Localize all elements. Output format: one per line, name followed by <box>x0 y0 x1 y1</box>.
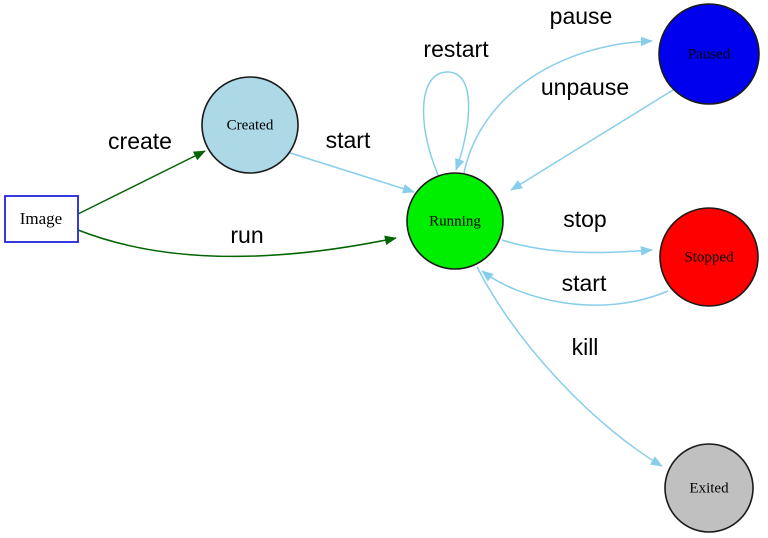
node-created-label: Created <box>227 117 274 133</box>
node-running-label: Running <box>429 213 481 229</box>
edge-restart-path <box>422 71 470 176</box>
node-paused-label: Paused <box>688 46 731 62</box>
edge-create[interactable]: create <box>77 128 206 215</box>
edge-label-run: run <box>230 222 263 248</box>
node-stopped-label: Stopped <box>684 249 734 265</box>
edge-pause[interactable]: pause <box>463 3 653 174</box>
node-stopped[interactable]: Stopped <box>659 207 759 307</box>
edge-run-path <box>77 229 397 258</box>
edge-label-start-created: start <box>326 127 371 153</box>
node-paused[interactable]: Paused <box>658 3 760 105</box>
node-running-shape <box>406 172 504 270</box>
edge-label-unpause: unpause <box>541 74 629 100</box>
edge-label-create: create <box>108 128 172 154</box>
edge-pause-path <box>463 36 653 174</box>
node-stopped-shape <box>659 207 759 307</box>
node-created-shape <box>201 76 299 174</box>
edge-label-start-stopped: start <box>562 270 607 296</box>
edge-label-kill: kill <box>572 334 599 360</box>
node-created[interactable]: Created <box>201 76 299 174</box>
node-exited-shape <box>664 443 754 533</box>
edge-stop-path <box>501 239 653 256</box>
edge-create-path <box>77 150 206 215</box>
edge-unpause[interactable]: unpause <box>510 74 674 191</box>
edge-label-stop: stop <box>563 206 606 232</box>
node-image[interactable]: Image <box>4 195 79 243</box>
edge-unpause-path <box>510 89 674 191</box>
node-image-shape <box>4 195 79 243</box>
edge-run[interactable]: run <box>77 222 397 258</box>
edge-label-pause: pause <box>550 3 613 29</box>
node-paused-shape <box>658 3 760 105</box>
node-image-label: Image <box>20 209 62 228</box>
edge-kill[interactable]: kill <box>476 266 663 467</box>
node-running[interactable]: Running <box>406 172 504 270</box>
edge-start-created-running[interactable]: start <box>286 127 415 194</box>
edge-restart-self-loop[interactable]: restart <box>422 36 489 176</box>
node-exited[interactable]: Exited <box>664 443 754 533</box>
edge-label-restart: restart <box>423 36 489 62</box>
edge-kill-path <box>476 266 663 467</box>
edge-start2-path <box>481 270 669 306</box>
edge-start-stopped-running[interactable]: start <box>481 270 669 306</box>
edge-stop[interactable]: stop <box>501 206 653 256</box>
edge-start1-path <box>286 151 415 194</box>
node-exited-label: Exited <box>689 480 729 496</box>
